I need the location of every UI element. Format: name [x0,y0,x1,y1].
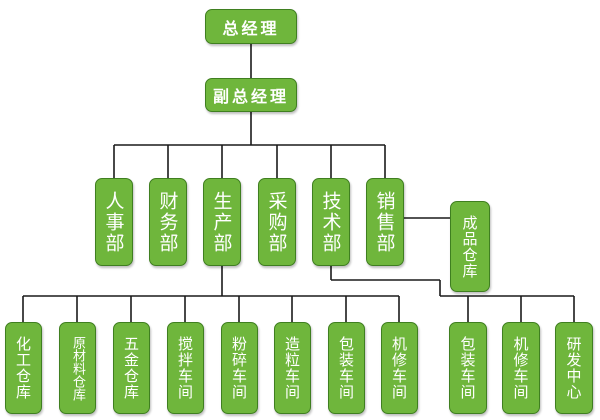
tech-unit-label: 研发中心 [564,336,583,400]
dept-technology-label: 技术部 [319,190,342,254]
production-unit-label: 五金仓库 [122,336,140,400]
production-unit-label: 粉碎车间 [230,336,248,400]
dept-purchasing-box: 采购部 [258,178,296,266]
vice-general-manager-box: 副总经理 [205,78,297,112]
dept-production-box: 生产部 [203,178,241,266]
tech-unit-box: 包装车间 [449,322,487,414]
production-unit-label: 原材料仓库 [70,335,85,401]
production-unit-label: 包装车间 [337,336,355,400]
production-unit-label: 机修车间 [390,336,408,400]
production-unit-box: 五金仓库 [113,322,150,414]
vice-general-manager-label: 副总经理 [212,87,289,106]
dept-hr-box: 人事部 [95,178,133,266]
production-unit-box: 化工仓库 [5,322,42,414]
production-unit-label: 造粒车间 [283,336,301,400]
tech-unit-box: 机修车间 [502,322,540,414]
finished-goods-warehouse-box: 成品仓库 [450,201,490,292]
dept-finance-box: 财务部 [149,178,187,266]
dept-finance-label: 财务部 [156,190,179,254]
production-unit-box: 原材料仓库 [59,322,96,414]
production-unit-label: 化工仓库 [14,336,32,400]
finished-goods-warehouse-label: 成品仓库 [460,214,479,279]
dept-hr-label: 人事部 [102,190,125,254]
dept-production-label: 生产部 [210,190,233,254]
tech-unit-box: 研发中心 [555,322,593,414]
tech-unit-label: 机修车间 [511,336,530,400]
production-unit-box: 搅拌车间 [167,322,204,414]
general-manager-label: 总经理 [222,18,280,38]
production-unit-box: 造粒车间 [274,322,311,414]
production-unit-label: 搅拌车间 [176,336,194,400]
dept-sales-label: 销售部 [373,190,396,254]
production-unit-box: 粉碎车间 [221,322,258,414]
dept-purchasing-label: 采购部 [265,190,288,254]
general-manager-box: 总经理 [205,9,297,44]
dept-sales-box: 销售部 [366,178,404,266]
tech-unit-label: 包装车间 [458,336,477,400]
dept-technology-box: 技术部 [312,178,350,266]
production-unit-box: 包装车间 [328,322,365,414]
production-unit-box: 机修车间 [381,322,418,414]
